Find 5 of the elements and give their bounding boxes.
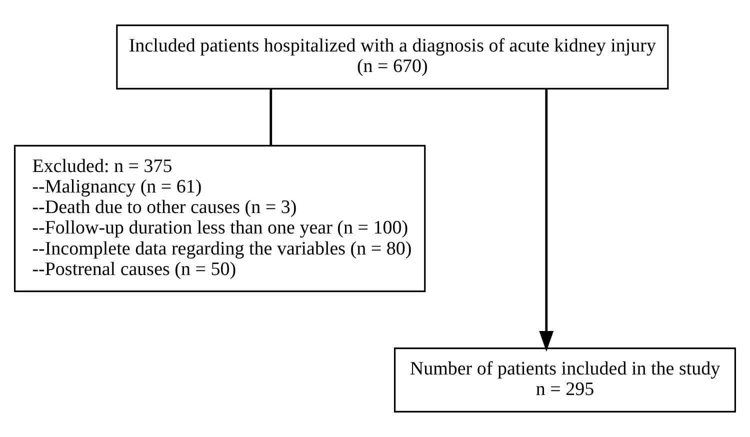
arrow xyxy=(539,89,554,352)
node-box: Number of patients included in the study n = 295 xyxy=(394,348,736,412)
connector xyxy=(270,88,272,146)
node-box: Included patients hospitalized with a diagnosis of acute kidney injury (n = 670) xyxy=(116,24,669,90)
node-box: Excluded: n = 375 --Malignancy (n = 61) --Death due to other causes (n = 3) --Follow-up duration less than one year (n = 100) --Incomplete data regarding the variables (n = 80) --Postrenal causes (n = 50) xyxy=(14,144,426,292)
